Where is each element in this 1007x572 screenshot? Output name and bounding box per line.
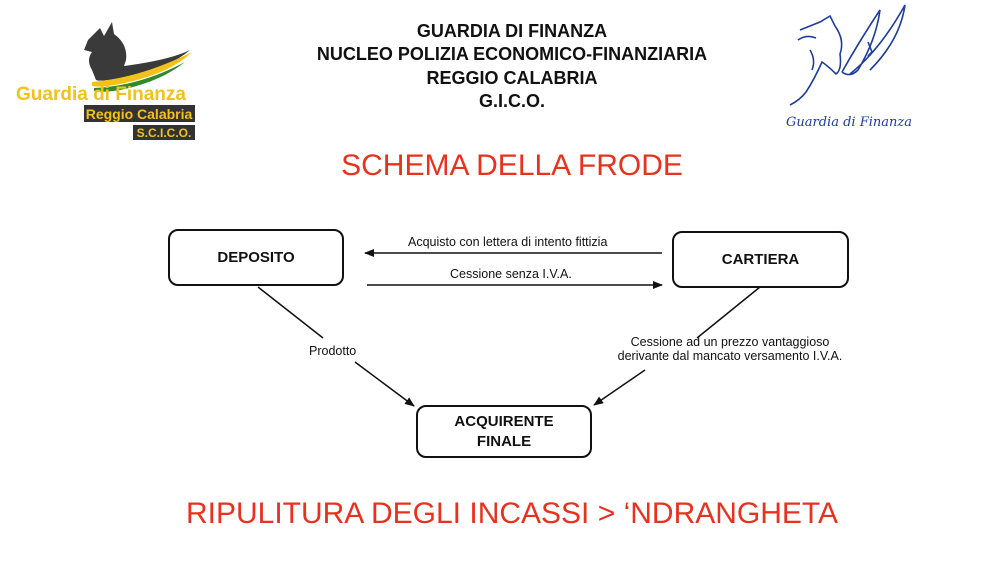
node-acquirente-label-2: FINALE — [476, 432, 532, 450]
edge-label-acquisto: Acquisto con lettera di intento fittizia — [408, 235, 608, 249]
logo-right: Guardia di Finanza — [786, 4, 912, 130]
arrow-prodotto-to-acquirente — [354, 361, 415, 407]
arrow-cessione-to-acquirente — [593, 369, 646, 406]
edge-label-cessione-1: Cessione ad un prezzo vantaggioso — [630, 335, 830, 349]
node-deposito: DEPOSITO — [168, 229, 344, 286]
header-line-3: REGGIO CALABRIA — [426, 68, 598, 88]
edge-label-cessione-senza-iva: Cessione senza I.V.A. — [450, 267, 572, 281]
slide-title: SCHEMA DELLA FRODE — [341, 149, 683, 182]
node-cartiera-label: CARTIERA — [721, 250, 800, 268]
footer-text: RIPULITURA DEGLI INCASSI > ‘NDRANGHETA — [185, 497, 839, 530]
griffin-icon — [789, 4, 906, 106]
edge-label-cessione-2: derivante dal mancato versamento I.V.A. — [617, 349, 843, 363]
node-acquirente-label-1: ACQUIRENTE — [454, 412, 554, 430]
header-line-2: NUCLEO POLIZIA ECONOMICO-FINANZIARIA — [316, 44, 708, 64]
line-cartiera-cessione — [696, 286, 761, 339]
logo-left: Guardia di Finanza Reggio Calabria S.C.I… — [16, 22, 195, 140]
eagle-icon — [84, 22, 190, 81]
node-cartiera: CARTIERA — [672, 231, 849, 288]
header-line-4: G.I.C.O. — [478, 91, 545, 111]
svg-text:S.C.I.C.O.: S.C.I.C.O. — [137, 126, 192, 140]
node-deposito-label: DEPOSITO — [217, 248, 295, 266]
edge-label-prodotto: Prodotto — [309, 344, 357, 358]
svg-text:Guardia di Finanza: Guardia di Finanza — [786, 115, 912, 130]
header-line-1: GUARDIA DI FINANZA — [416, 21, 608, 41]
node-acquirente-finale: ACQUIRENTE FINALE — [416, 405, 592, 458]
svg-text:Reggio Calabria: Reggio Calabria — [86, 106, 193, 122]
line-deposito-prodotto — [257, 286, 324, 339]
logo-left-text: Guardia di Finanza — [16, 84, 186, 105]
